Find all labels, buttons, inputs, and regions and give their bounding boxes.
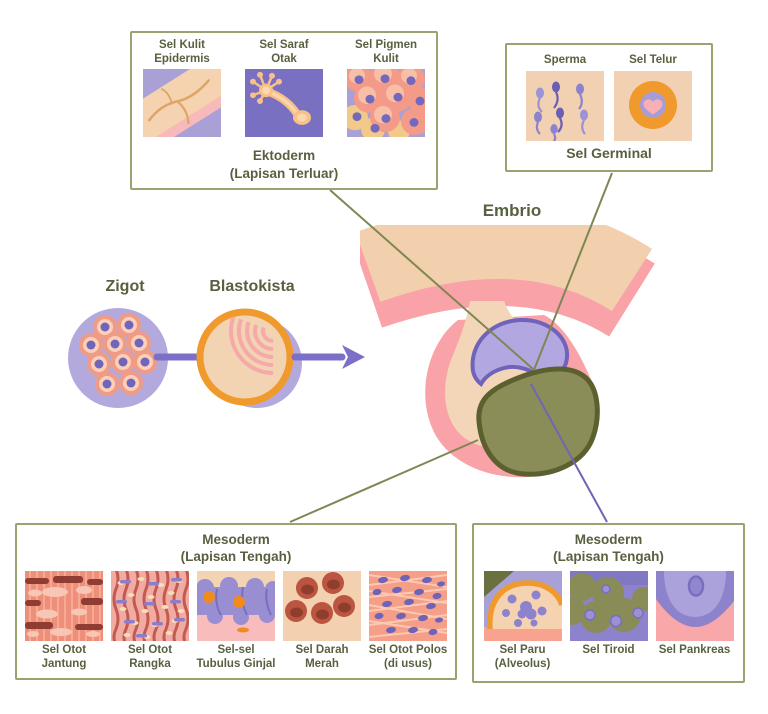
pigment-label: Sel Pigmen Kulit	[355, 39, 417, 65]
telur-label: Sel Telur	[629, 54, 677, 66]
mesoderm-left-title: Mesoderm (Lapisan Tengah)	[180, 532, 292, 565]
sperma-label: Sperma	[543, 54, 587, 66]
lung-alveolus-image	[483, 571, 562, 641]
kidney-tubule-label: Sel-sel Tubulus Ginjal	[196, 644, 276, 670]
zigot-label: Zigot	[105, 278, 145, 295]
telur-cell-image	[614, 70, 692, 141]
cell-telur: Sel Telur	[611, 54, 695, 141]
red-blood-cell-image	[283, 571, 361, 641]
pancreas-cell-label: Sel Pankreas	[658, 644, 731, 656]
epidermis-label: Sel Kulit Epidermis	[154, 39, 210, 65]
zigot-blastokista-illustration	[68, 308, 365, 408]
embrio-illustration	[360, 225, 655, 478]
arrow-blastokista-to-embrio	[291, 345, 365, 369]
cell-pankreas: Sel Pankreas	[653, 571, 737, 671]
pigment-cell-image	[347, 69, 425, 138]
cell-sperma: Sperma	[523, 54, 607, 141]
cell-pigment: Sel Pigmen Kulit	[336, 39, 436, 138]
cell-darah-merah: Sel Darah Merah	[280, 571, 364, 671]
sperma-cell-image	[526, 70, 604, 141]
neuron-label: Sel Saraf Otak	[259, 39, 309, 65]
zigot-illustration	[68, 308, 168, 408]
thyroid-cell-image	[569, 571, 648, 641]
germinal-title: Sel Germinal	[566, 145, 652, 162]
cell-otot-polos: Sel Otot Polos (di usus)	[366, 571, 450, 671]
skeletal-muscle-label: Sel Otot Rangka	[127, 644, 173, 670]
cell-otot-rangka: Sel Otot Rangka	[108, 571, 192, 671]
epidermis-cell-image	[143, 69, 221, 138]
cell-tiroid: Sel Tiroid	[567, 571, 651, 671]
smooth-muscle-image	[369, 571, 447, 641]
cardiac-muscle-image	[25, 571, 103, 641]
smooth-muscle-label: Sel Otot Polos (di usus)	[368, 644, 448, 670]
mesoderm-right-title: Mesoderm (Lapisan Tengah)	[553, 532, 664, 565]
cell-neuron: Sel Saraf Otak	[234, 39, 334, 138]
lung-alveolus-label: Sel Paru (Alveolus)	[494, 644, 551, 670]
embrio-label: Embrio	[482, 201, 542, 220]
red-blood-cell-label: Sel Darah Merah	[295, 644, 349, 670]
blastokista-illustration	[196, 308, 302, 408]
ektoderm-box: Sel Kulit Epidermis Sel	[130, 31, 438, 190]
blastokista-label: Blastokista	[209, 278, 295, 295]
ektoderm-title: Ektoderm (Lapisan Terluar)	[229, 148, 339, 181]
skeletal-muscle-image	[111, 571, 189, 641]
cell-epidermis: Sel Kulit Epidermis	[132, 39, 232, 138]
mesoderm-left-box: Mesoderm (Lapisan Tengah)	[15, 523, 457, 680]
cell-tubulus-ginjal: Sel-sel Tubulus Ginjal	[194, 571, 278, 671]
cardiac-muscle-label: Sel Otot Jantung	[41, 644, 87, 670]
pancreas-cell-image	[655, 571, 734, 641]
kidney-tubule-image	[197, 571, 275, 641]
cell-paru: Sel Paru (Alveolus)	[481, 571, 565, 671]
mesoderm-right-box: Mesoderm (Lapisan Tengah)	[472, 523, 745, 683]
cell-otot-jantung: Sel Otot Jantung	[22, 571, 106, 671]
thyroid-cell-label: Sel Tiroid	[582, 644, 635, 656]
neuron-cell-image	[245, 69, 323, 138]
germinal-box: Sperma	[505, 43, 713, 172]
